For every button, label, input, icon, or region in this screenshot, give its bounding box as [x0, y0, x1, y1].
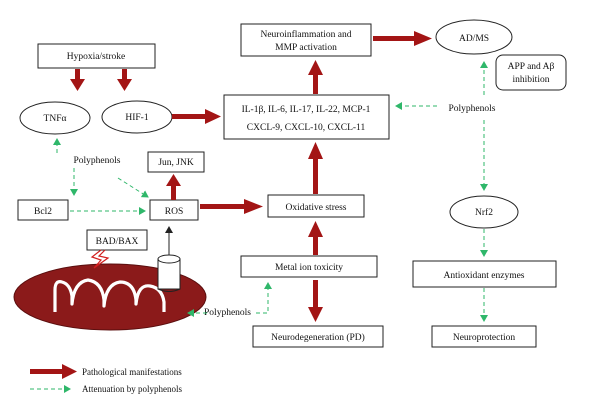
ros-label: ROS — [165, 207, 183, 217]
bcl2-label: Bcl2 — [34, 207, 52, 217]
neuroinflammation-line1: Neuroinflammation and — [260, 29, 351, 40]
tnfa-label: TNFα — [44, 114, 67, 124]
arrow-polyphenols-to-ros — [117, 177, 149, 198]
legend: Pathological manifestations Attenuation … — [30, 364, 182, 394]
nrf2-ellipse — [449, 195, 519, 229]
app-inhibition-box — [495, 54, 567, 91]
arrow-metal-to-neurodegeneration — [308, 280, 323, 322]
bad-bax-label: BAD/BAX — [96, 237, 139, 247]
attenuation-arrows — [53, 61, 488, 322]
arrow-ros-to-jun — [166, 174, 181, 200]
pathological-arrows — [70, 31, 432, 322]
cytokines-box — [223, 94, 390, 140]
oxidative-stress-box — [267, 194, 365, 218]
app-line2: inhibition — [513, 75, 550, 85]
adms-ellipse — [435, 19, 513, 55]
bcl2-box — [17, 199, 69, 221]
legend-red-arrow — [30, 364, 77, 379]
arrow-hypoxia-to-tnfa — [70, 69, 85, 91]
hif1-label: HIF-1 — [125, 113, 148, 123]
arrow-hypoxia-to-hif1 — [117, 69, 132, 91]
polyphenols-right-label: Polyphenols — [449, 104, 496, 114]
metal-ion-box — [240, 255, 378, 278]
oxidative-stress-label: Oxidative stress — [286, 203, 347, 213]
adms-label: AD/MS — [459, 34, 489, 44]
neurodegeneration-label: Neurodegeneration (PD) — [271, 332, 365, 343]
neuroprotection-box — [431, 325, 537, 348]
neuroinflammation-box — [240, 23, 372, 57]
tnfa-ellipse — [19, 101, 91, 135]
neuroprotection-label: Neuroprotection — [453, 333, 516, 343]
legend-pathological-label: Pathological manifestations — [82, 367, 182, 377]
cytokines-line2: CXCL-9, CXCL-10, CXCL-11 — [247, 123, 366, 133]
antioxidant-box — [412, 260, 557, 288]
nrf2-label: Nrf2 — [475, 207, 493, 218]
polyphenols-bottom-label: Polyphenols — [204, 308, 251, 318]
hypoxia-box — [37, 43, 156, 69]
arrow-polyphenols-to-metal — [256, 282, 272, 314]
arrow-neuroinflammation-to-adms — [373, 31, 432, 46]
jun-jnk-label: Jun, JNK — [158, 158, 194, 168]
antioxidant-label: Antioxidant enzymes — [444, 271, 525, 281]
neuroinflammation-line2: MMP activation — [275, 43, 337, 53]
arrow-ros-to-oxidative — [200, 199, 263, 214]
cytokines-line1: IL-1β, IL-6, IL-17, IL-22, MCP-1 — [242, 105, 371, 115]
neurodegeneration-box — [252, 325, 384, 348]
polyphenols-left-label: Polyphenols — [74, 156, 121, 166]
arrow-hif1-to-cytokines — [172, 109, 221, 124]
arrow-oxidative-to-cytokines — [308, 142, 323, 194]
legend-attenuation-label: Attenuation by polyphenols — [82, 384, 182, 394]
jun-jnk-box — [147, 151, 205, 173]
hypoxia-label: Hypoxia/stroke — [67, 52, 126, 62]
app-line1: APP and Aβ — [508, 62, 555, 72]
lightning-icon — [90, 249, 110, 269]
bad-bax-box — [86, 229, 148, 251]
arrow-cytokines-to-neuroinflammation — [308, 60, 323, 94]
arrow-metal-to-oxidative — [308, 221, 323, 255]
metal-ion-label: Metal ion toxicity — [275, 263, 343, 273]
channel-cylinder-icon — [157, 254, 181, 292]
